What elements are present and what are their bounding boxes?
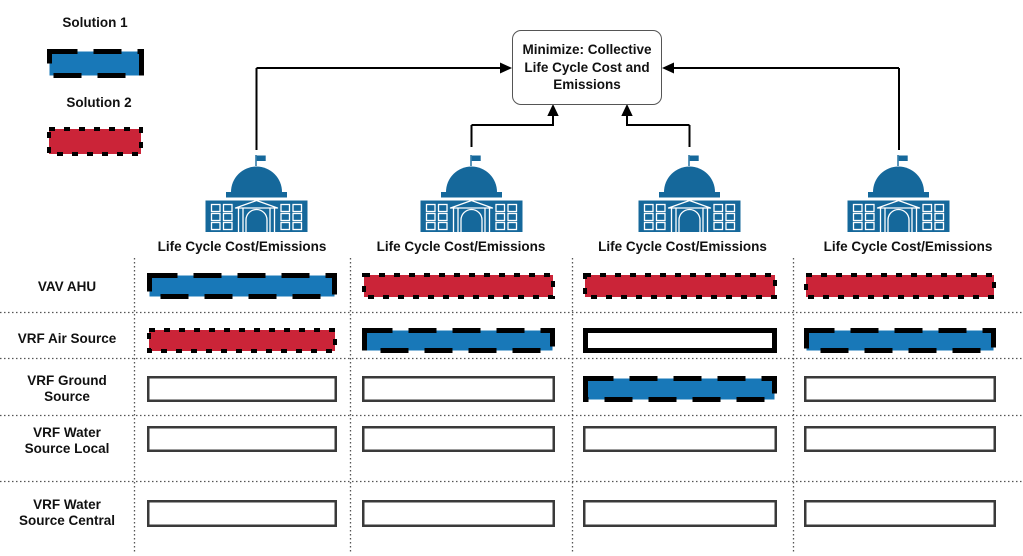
matrix-cell-r5c1-empty — [147, 500, 337, 527]
matrix-cell-r2c3-empty-bold — [583, 328, 777, 353]
matrix-cell-r4c1-empty — [147, 426, 337, 452]
matrix-cell-r4c3-empty — [583, 426, 777, 452]
matrix-cell-r4c4-empty — [804, 426, 996, 452]
matrix-cell-r1c2-solution2 — [362, 273, 555, 299]
matrix-cell-r1c4-solution2 — [804, 273, 996, 299]
column-header-2: Life Cycle Cost/Emissions — [376, 239, 546, 254]
matrix-cell-r3c2-empty — [362, 376, 555, 402]
matrix-cell-r2c4-solution1 — [804, 328, 996, 353]
capitol-building-icon-1 — [204, 152, 309, 232]
legend-solution1-label: Solution 1 — [62, 15, 128, 30]
matrix-cell-r3c4-empty — [804, 376, 996, 402]
matrix-cell-r5c2-empty — [362, 500, 555, 527]
matrix-cell-r1c1-solution1 — [147, 273, 337, 299]
capitol-building-icon-4 — [846, 152, 951, 232]
row-label-3: VRF Ground Source — [27, 373, 107, 404]
legend-solution2-label: Solution 2 — [66, 95, 132, 110]
matrix-cell-r5c4-empty — [804, 500, 996, 527]
matrix-cell-r3c3-solution1 — [583, 376, 777, 402]
column-header-1: Life Cycle Cost/Emissions — [157, 239, 327, 254]
matrix-cell-r4c2-empty — [362, 426, 555, 452]
column-header-3: Life Cycle Cost/Emissions — [598, 239, 767, 254]
matrix-cell-r1c3-solution2 — [583, 273, 777, 299]
row-label-2: VRF Air Source — [17, 331, 117, 346]
objective-box: Minimize: Collective Life Cycle Cost and… — [512, 30, 662, 105]
matrix-cell-r5c3-empty — [583, 500, 777, 527]
legend-solution1-swatch — [47, 49, 144, 83]
column-header-4: Life Cycle Cost/Emissions — [823, 239, 993, 254]
matrix-cell-r3c1-empty — [147, 376, 337, 402]
capitol-building-icon-3 — [637, 152, 742, 232]
row-label-1: VAV AHU — [37, 279, 97, 294]
objective-text: Minimize: Collective Life Cycle Cost and… — [522, 41, 652, 93]
legend-solution2-swatch — [47, 127, 143, 161]
row-label-4: VRF Water Source Local — [24, 425, 110, 456]
row-label-5: VRF Water Source Central — [18, 497, 116, 528]
matrix-cell-r2c2-solution1 — [362, 328, 555, 353]
capitol-building-icon-2 — [419, 152, 524, 232]
matrix-cell-r2c1-solution2 — [147, 328, 337, 353]
